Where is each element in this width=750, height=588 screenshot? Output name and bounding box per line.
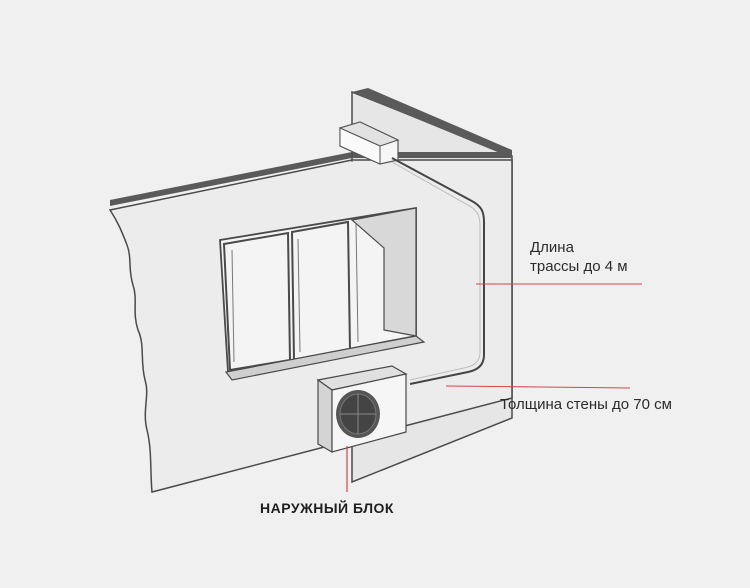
label-route-length-line1: Длина xyxy=(530,239,574,256)
label-outdoor-unit: НАРУЖНЫЙ БЛОК xyxy=(260,500,394,516)
callout-line-wall-thickness xyxy=(445,385,631,389)
pipe-route xyxy=(391,157,485,385)
pipe-route-inner xyxy=(391,161,481,381)
label-wall-thickness: Толщина стены до 70 см xyxy=(500,396,672,413)
window xyxy=(219,206,426,381)
indoor-unit xyxy=(338,121,400,165)
wall-top-right xyxy=(352,88,512,158)
wall-top-left xyxy=(110,152,512,206)
label-route-length-line2: трассы до 4 м xyxy=(530,258,628,275)
outdoor-unit xyxy=(316,365,408,454)
